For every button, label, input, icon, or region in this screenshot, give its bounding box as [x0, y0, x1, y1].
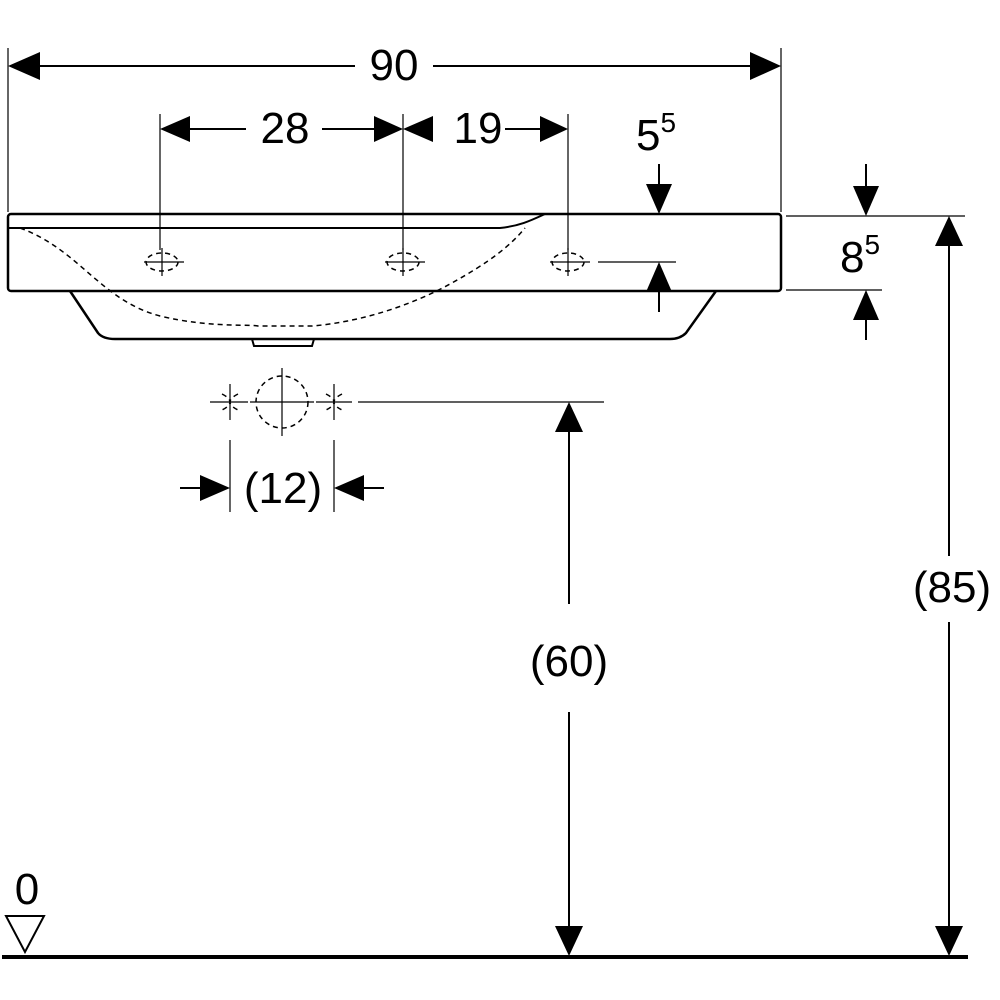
arrow-up-icon — [935, 216, 963, 246]
tap-hole-middle — [385, 248, 425, 276]
drain-spacing-dimension: (12) — [180, 440, 384, 513]
arrow-up-icon — [555, 402, 583, 432]
floor-reference-label: 0 — [15, 865, 39, 914]
hole-spacing-right-label: 19 — [454, 104, 503, 153]
rim-height-dimension: 85 — [786, 164, 965, 340]
arrow-right-icon — [750, 52, 781, 80]
overall-width-label: 90 — [370, 41, 419, 90]
basin-underside — [68, 290, 718, 341]
total-height-label: (85) — [913, 563, 991, 612]
arrow-left-icon — [8, 52, 40, 80]
arrow-up-icon — [646, 262, 672, 292]
arrow-left-icon — [160, 116, 190, 142]
rim-height-label: 85 — [840, 229, 880, 282]
basin-rim — [6, 212, 783, 293]
arrow-up-icon — [853, 290, 879, 320]
drain-height-label: (60) — [530, 637, 608, 686]
arrow-down-icon — [853, 186, 879, 216]
floor-reference: 0 — [2, 865, 968, 959]
washbasin-body — [6, 212, 783, 347]
arrow-right-icon — [540, 116, 568, 142]
offset-top-label: 55 — [636, 107, 676, 160]
arrow-down-icon — [935, 926, 963, 956]
drain-height-dimension: (60) — [530, 402, 608, 956]
drain-spacing-label: (12) — [244, 464, 322, 513]
level-marker-icon — [4, 915, 46, 955]
total-height-dimension: (85) — [913, 216, 991, 956]
tap-hole-right — [550, 248, 590, 276]
arrow-right-icon — [374, 116, 403, 142]
arrow-down-icon — [646, 184, 672, 214]
inner-bowl-outline — [19, 227, 526, 327]
overall-width-dimension: 90 — [7, 41, 782, 212]
hole-spacing-dimension: 28 19 — [159, 104, 569, 250]
offset-top-dimension: 55 — [598, 107, 676, 312]
drain-outlet — [251, 338, 315, 347]
tap-hole-left — [144, 248, 184, 276]
arrow-left-icon — [403, 116, 433, 142]
hole-spacing-left-label: 28 — [261, 104, 310, 153]
wall-connection-symbols — [210, 368, 604, 436]
arrow-down-icon — [555, 926, 583, 956]
arrow-right-icon — [200, 475, 230, 501]
arrow-left-icon — [334, 475, 364, 501]
